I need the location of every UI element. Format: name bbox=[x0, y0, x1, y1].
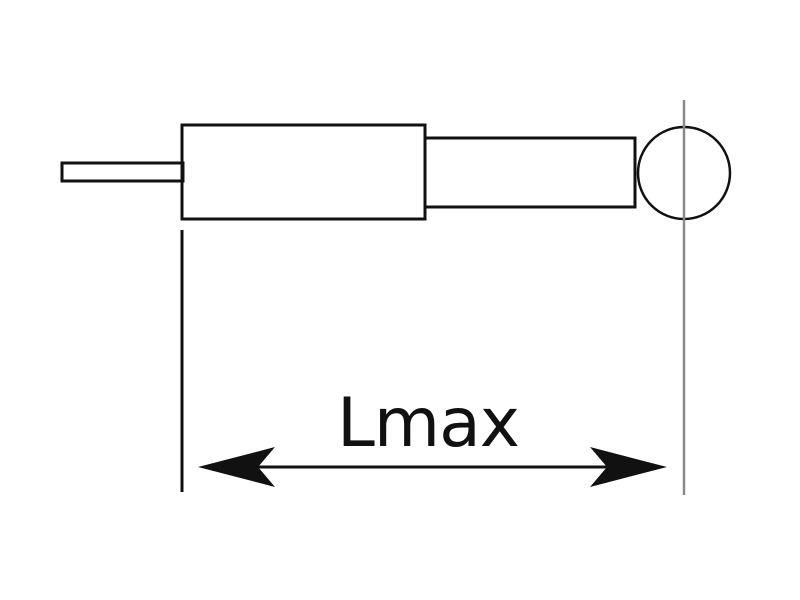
dimension-label: Lmax bbox=[337, 384, 519, 463]
arrowhead-right bbox=[590, 447, 667, 487]
piston-rod bbox=[60, 161, 185, 183]
arrowhead-left bbox=[198, 447, 275, 487]
lower-tube bbox=[423, 136, 637, 209]
cylinder-body bbox=[180, 123, 427, 221]
